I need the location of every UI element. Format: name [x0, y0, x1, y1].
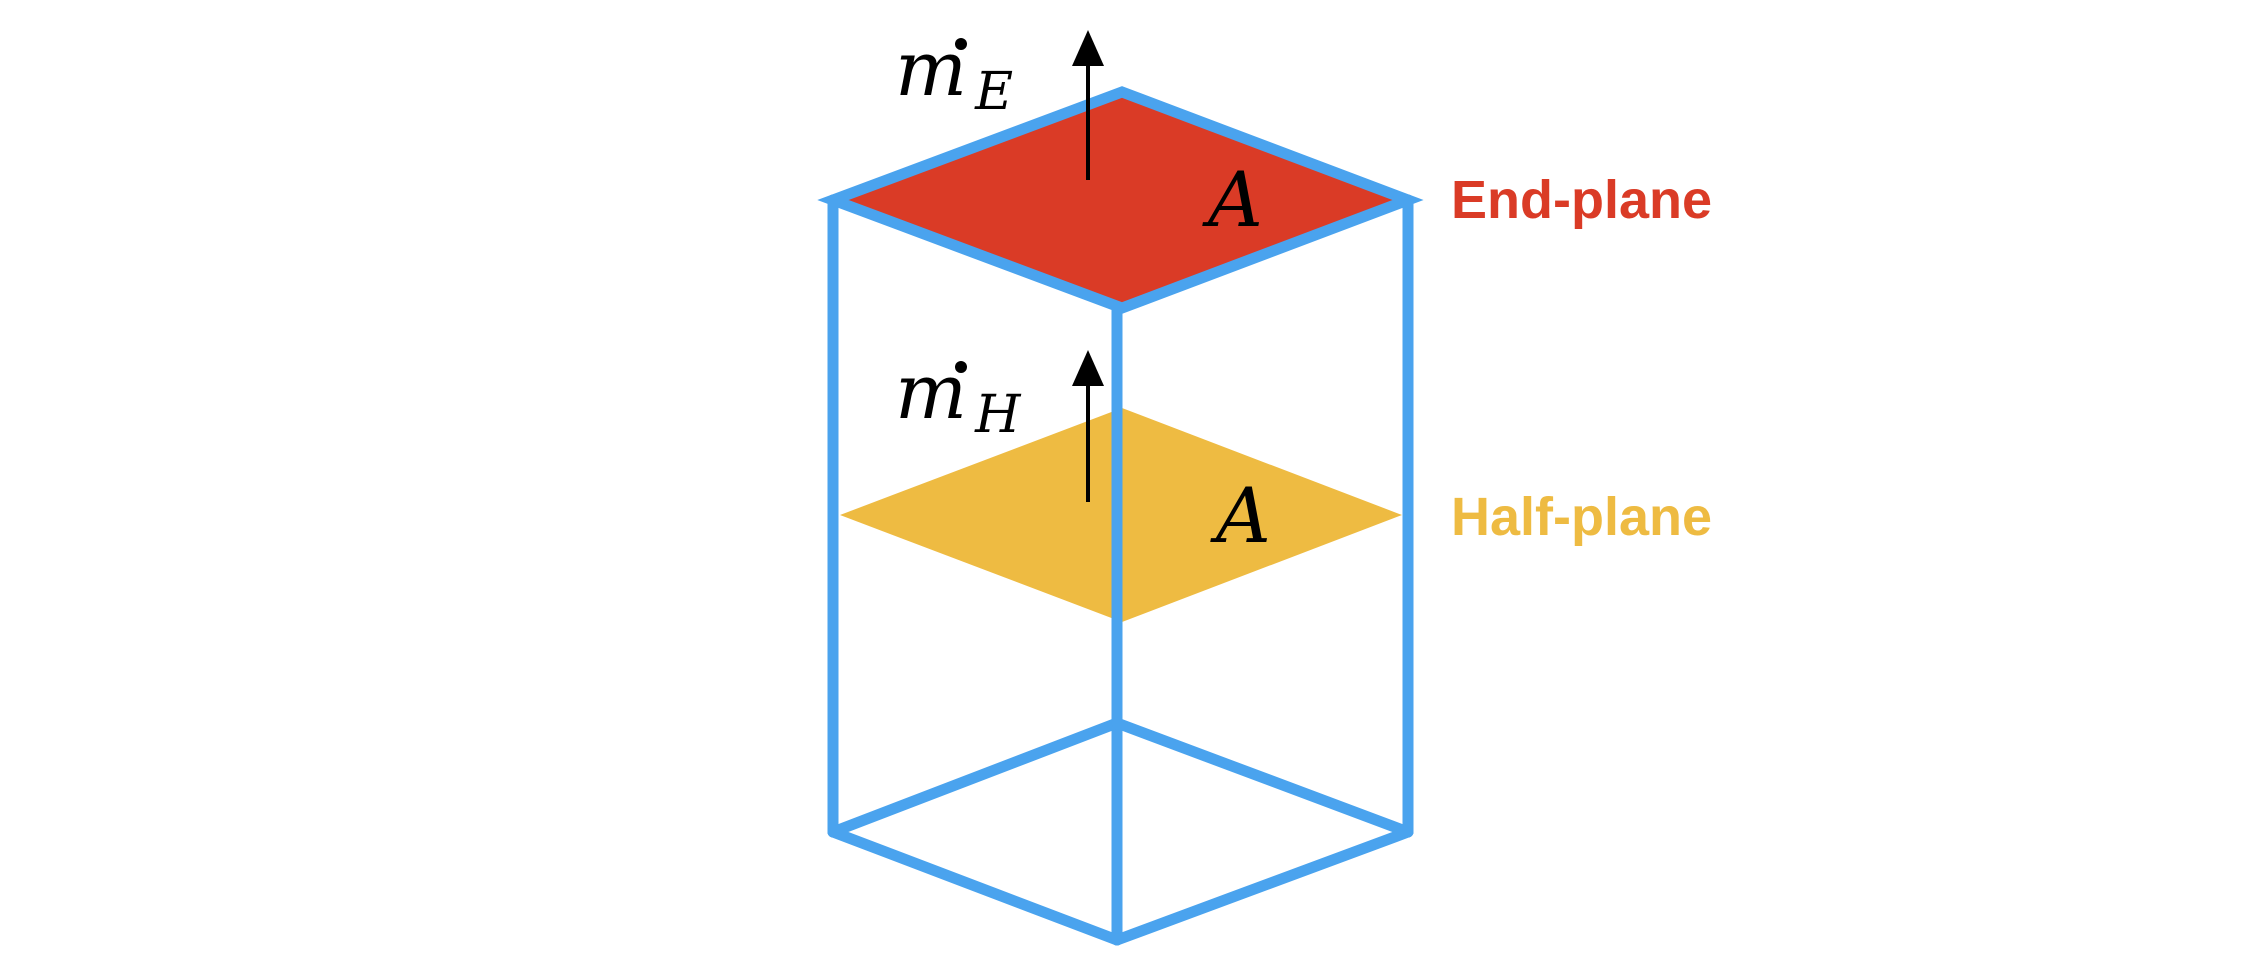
end-plane-fill [833, 92, 1408, 308]
end-plane-flux-subscript: E [974, 62, 1013, 122]
end-plane-label: End-plane [1451, 170, 1712, 230]
end-plane-flux-dot [955, 38, 967, 50]
bottom-front-right-edge [1111, 826, 1414, 946]
end-plane-flux-symbol: m [895, 24, 967, 113]
box-edges [817, 86, 1424, 946]
half-plane-area-label: A [1210, 471, 1271, 560]
half-plane-label: Half-plane [1451, 487, 1712, 547]
bottom-front-left-edge [827, 826, 1123, 946]
bottom-back-left-edge [827, 717, 1123, 838]
half-plane-flux-symbol: m [895, 347, 967, 436]
half-plane-flux-subscript: H [974, 385, 1022, 445]
bottom-back-right-edge [1111, 717, 1414, 838]
end-plane-area-label: A [1202, 155, 1263, 244]
half-plane-flux-dot [955, 361, 967, 373]
